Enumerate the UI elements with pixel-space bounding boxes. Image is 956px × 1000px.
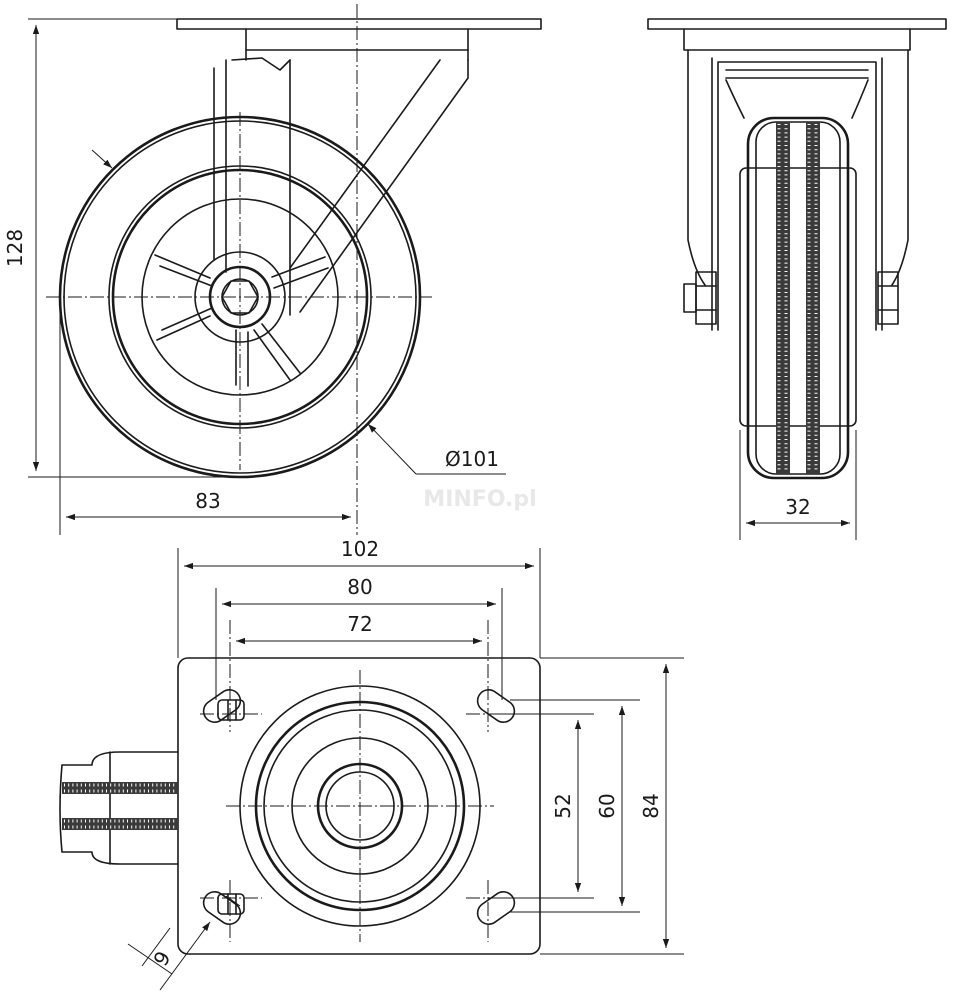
- front-view: [647, 18, 947, 540]
- dim-hole-vertical-outer-label: 60: [595, 793, 619, 818]
- dim-hole-spacing-inner-label: 72: [347, 612, 372, 636]
- watermark: MINFO.pl: [423, 487, 536, 512]
- dim-hole-diameter-label: 9: [148, 947, 175, 970]
- top-view: [59, 548, 684, 991]
- dim-diameter-label: Ø101: [445, 447, 499, 471]
- dim-wheel-width-label: 32: [785, 495, 810, 519]
- dim-height-label: 128: [3, 229, 27, 267]
- wheel-spokes: [154, 254, 329, 387]
- dim-plate-width-label: 102: [341, 537, 379, 561]
- dim-hole-vertical-inner-label: 52: [551, 793, 575, 818]
- dim-hole-spacing-outer-label: 80: [347, 575, 372, 599]
- mounting-holes: [202, 689, 516, 925]
- dim-side-width-label: 83: [195, 489, 220, 513]
- side-view: [28, 4, 542, 535]
- dim-plate-height-label: 84: [639, 793, 663, 818]
